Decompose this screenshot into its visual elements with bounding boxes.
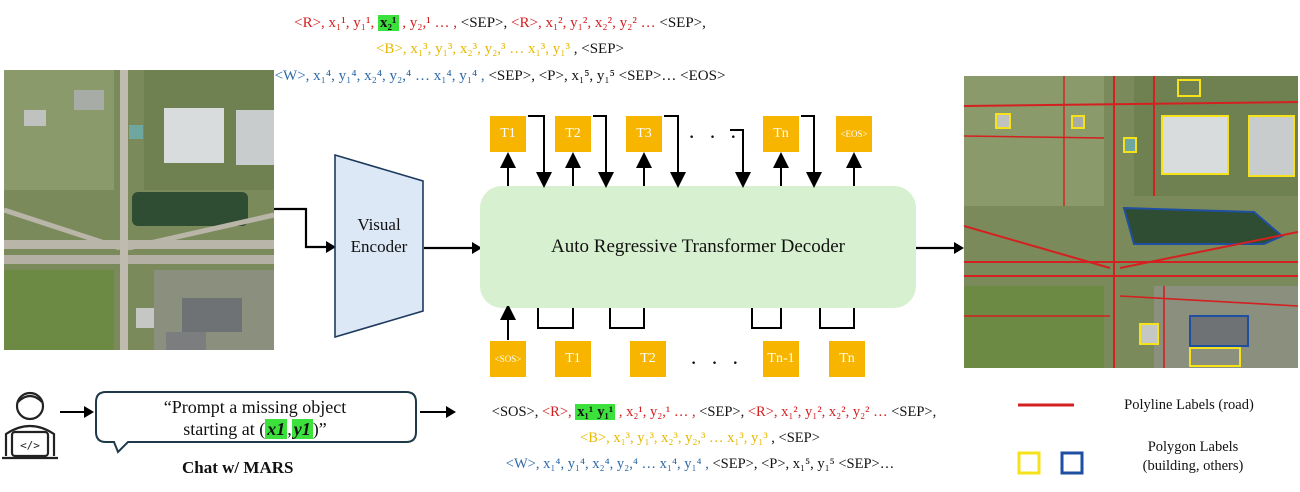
chat-prompt-suffix: )”: [312, 419, 327, 439]
output-annotated-image: [964, 76, 1298, 368]
top-w-token: <W>,: [274, 68, 310, 84]
top-coords-2: x₁², y₁², x₂², y₂² …: [545, 15, 656, 31]
top-sequence-line1: <R>, x₁¹, y₁¹, x₂¹ , y₂,¹ … , <SEP>, <R>…: [0, 15, 1150, 32]
arrow-encoder-to-decoder: [424, 242, 482, 254]
top-b-sep: , <SEP>: [573, 41, 625, 57]
visual-encoder-text: Visual Encoder: [350, 215, 408, 256]
input-token-tn: Tn: [829, 341, 865, 377]
bottom-sep-1: <SEP>,: [699, 404, 745, 420]
output-token-t2: T2: [555, 116, 591, 152]
bottom-b-sep: , <SEP>: [771, 430, 820, 446]
top-coords-1b: , y₂,¹ … ,: [402, 15, 457, 31]
bottom-sequence-line2: <B>, x₁³, y₁³, x₂³, y₂,³ … x₁³, y₁³ , <S…: [50, 430, 1300, 447]
svg-text:</>: </>: [20, 439, 40, 452]
top-tail: <SEP>, <P>, x₁⁵, y₁⁵ <SEP>… <EOS>: [488, 68, 726, 84]
input-aerial-image: [4, 70, 274, 350]
bottom-b-token: <B>,: [580, 430, 610, 446]
legend-polygon-label: Polygon Labels (building, others): [1108, 438, 1278, 476]
top-b-token: <B>,: [375, 41, 407, 57]
input-token-sos: <SOS>: [490, 341, 526, 377]
visual-encoder-label: Visual Encoder: [336, 214, 422, 258]
chat-title: Chat w/ MARS: [182, 458, 294, 477]
top-sep-1: <SEP>,: [460, 15, 508, 31]
visual-encoder-shape: [334, 154, 424, 338]
transformer-decoder: Auto Regressive Transformer Decoder: [480, 186, 916, 308]
bottom-b-coords: x₁³, y₁³, x₂³, y₂,³ … x₁³, y₁³: [613, 430, 768, 446]
legend-polygon-line1: Polygon Labels: [1147, 439, 1239, 455]
bottom-w-coords: x₁⁴, y₁⁴, x₂⁴, y₂,⁴ … x₁⁴, y₁⁴ ,: [543, 456, 709, 472]
bottom-highlight-y1: y₁¹: [595, 404, 616, 420]
bottom-w-token: <W>,: [505, 456, 540, 472]
top-coords-1: x₁¹, y₁¹,: [328, 15, 375, 31]
chat-speech-bubble: [95, 391, 417, 454]
legend-polyline-swatch: [1018, 403, 1074, 407]
input-token-connectors: [500, 306, 855, 340]
input-token-tn-1: Tn-1: [763, 341, 799, 377]
top-sequence-line3: <W>, x₁⁴, y₁⁴, x₂⁴, y₂,⁴ … x₁⁴, y₁⁴ , <S…: [0, 68, 1150, 85]
bottom-tail: <SEP>, <P>, x₁⁵, y₁⁵ <SEP>…: [712, 456, 895, 472]
output-token-t3: T3: [626, 116, 662, 152]
chat-prompt-prefix: starting at (: [183, 419, 266, 439]
bottom-coords-1: , x₂¹, y₂,¹ … ,: [618, 404, 696, 420]
input-token-t1: T1: [555, 341, 591, 377]
bottom-r-token-1: <R>,: [542, 404, 572, 420]
top-sep-2: <SEP>,: [659, 15, 706, 31]
top-sequence-line2: <B>, x₁³, y₁³, x₂³, y₂,³ … x₁³, y₁³ , <S…: [0, 41, 1150, 58]
output-token-arrows: [500, 115, 862, 188]
output-token-t1: T1: [490, 116, 526, 152]
top-highlight-x2: x₂¹: [378, 15, 399, 31]
bottom-sequence-line3: <W>, x₁⁴, y₁⁴, x₂⁴, y₂,⁴ … x₁⁴, y₁⁴ , <S…: [50, 456, 1300, 473]
arrow-decoder-to-output: [916, 242, 964, 254]
bottom-coords-2: x₁², y₁², x₂², y₂² …: [781, 404, 888, 420]
chat-prompt-line1: “Prompt a missing object: [163, 397, 347, 417]
output-token-eos: <EOS>: [836, 116, 872, 152]
arrow-prompt-to-sequence: [420, 406, 456, 418]
output-ellipsis: · · ·: [688, 124, 741, 149]
chat-prompt-line2: starting at (x1,y1)”: [100, 418, 410, 440]
transformer-decoder-label: Auto Regressive Transformer Decoder: [551, 236, 845, 257]
top-r-token-2: <R>,: [511, 15, 542, 31]
bottom-r-token-2: <R>,: [747, 404, 778, 420]
legend-polyline-label: Polyline Labels (road): [1124, 397, 1254, 413]
arrow-image-to-encoder: [274, 207, 336, 253]
chat-highlight-x1: x1: [265, 419, 288, 439]
arrow-user-to-prompt: [60, 406, 94, 418]
top-w-coords: x₁⁴, y₁⁴, x₂⁴, y₂,⁴ … x₁⁴, y₁⁴ ,: [313, 68, 485, 84]
chat-comma: ,: [287, 419, 292, 439]
top-r-token-1: <R>,: [294, 15, 325, 31]
input-token-t2: T2: [630, 341, 666, 377]
bottom-sep-2: <SEP>,: [891, 404, 937, 420]
bottom-highlight-x1: x₁¹: [575, 404, 596, 420]
input-ellipsis: · · ·: [690, 350, 743, 375]
chat-highlight-y1: y1: [291, 419, 313, 439]
output-token-tn: Tn: [763, 116, 799, 152]
top-b-coords: x₁³, y₁³, x₂³, y₂,³ … x₁³, y₁³: [410, 41, 570, 57]
chat-prompt-text: “Prompt a missing object starting at (x1…: [100, 396, 410, 440]
legend-polygon-swatches: [1017, 451, 1084, 475]
bottom-sos-token: <SOS>,: [491, 404, 539, 420]
user-coder-icon: </>: [2, 391, 58, 460]
legend-polygon-line2: (building, others): [1142, 458, 1244, 474]
